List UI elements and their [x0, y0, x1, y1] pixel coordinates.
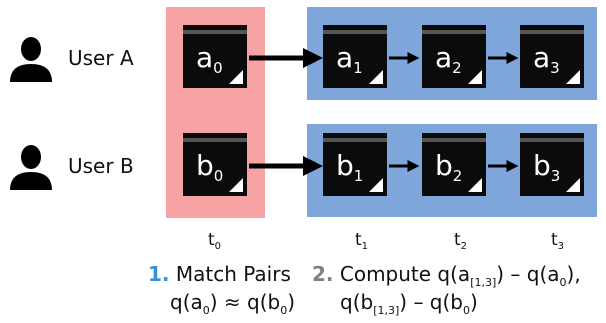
doc-b0: b0 — [183, 133, 247, 196]
page-corner-icon — [369, 70, 383, 84]
doc-a1: a1 — [323, 25, 387, 88]
page-corner-icon — [468, 178, 482, 192]
time-label-t3: t3 — [551, 230, 565, 252]
time-label-t0: t0 — [208, 230, 222, 252]
page-corner-icon — [229, 70, 243, 84]
user-a: User A — [0, 28, 200, 88]
user-silhouette-icon — [10, 145, 52, 190]
user-b: User B — [0, 136, 200, 196]
doc-b1: b1 — [323, 133, 387, 196]
step2-caption: 2. Compute q(a[1,3]) – q(a0), — [312, 262, 581, 289]
step1-caption: 1. Match Pairs — [148, 262, 291, 286]
step2-number: 2. — [312, 262, 334, 286]
doc-a3: a3 — [520, 25, 584, 88]
doc-b2: b2 — [422, 133, 486, 196]
user-b-label: User B — [68, 154, 134, 178]
user-a-label: User A — [68, 46, 134, 70]
doc-b3: b3 — [520, 133, 584, 196]
step2-formula-line2: q(b[1,3]) – q(b0) — [340, 290, 478, 317]
time-label-t1: t1 — [355, 230, 369, 252]
page-corner-icon — [468, 70, 482, 84]
step1-formula: q(a0) ≈ q(b0) — [170, 290, 296, 317]
step1-number: 1. — [148, 262, 170, 286]
time-label-t2: t2 — [454, 230, 468, 252]
page-corner-icon — [566, 178, 580, 192]
doc-a2: a2 — [422, 25, 486, 88]
step1-title: Match Pairs — [175, 262, 291, 286]
page-corner-icon — [369, 178, 383, 192]
page-corner-icon — [229, 178, 243, 192]
user-silhouette-icon — [10, 37, 52, 82]
page-corner-icon — [566, 70, 580, 84]
doc-a0: a0 — [183, 25, 247, 88]
